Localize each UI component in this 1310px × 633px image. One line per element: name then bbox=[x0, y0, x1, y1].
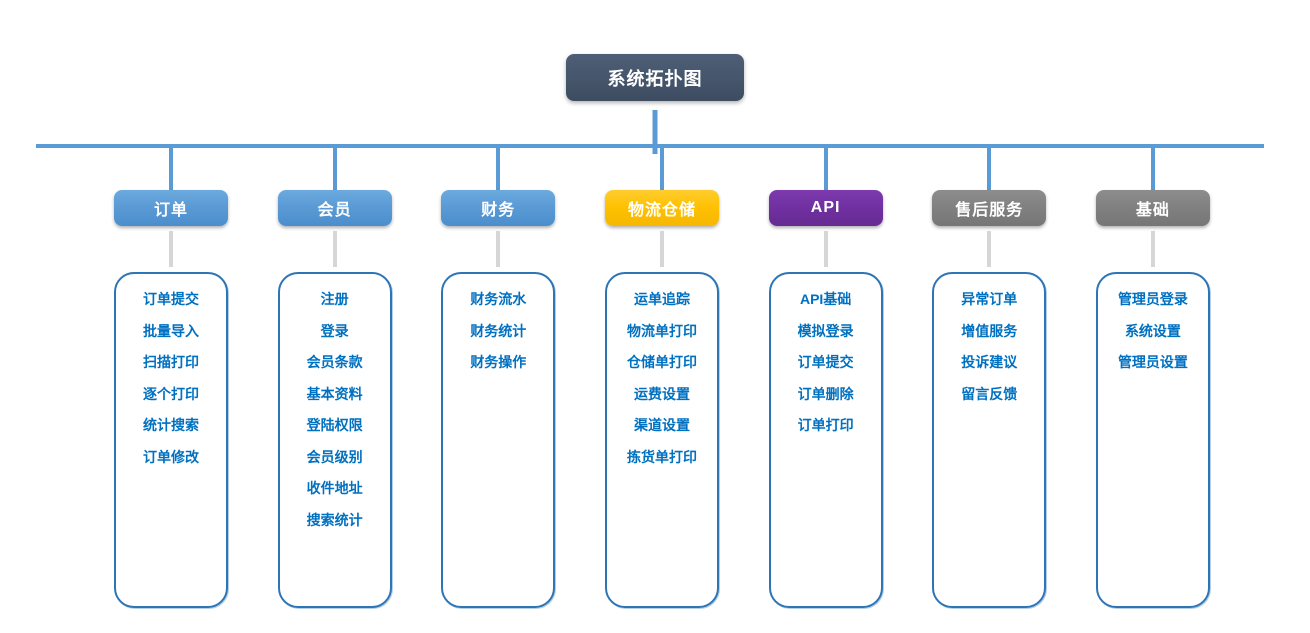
trunk-line bbox=[36, 144, 1264, 148]
panel-item: 收件地址 bbox=[306, 480, 363, 496]
branch-panel-connector bbox=[332, 231, 337, 267]
branch-header: 售后服务 bbox=[932, 190, 1047, 226]
branch-panel-connector bbox=[659, 231, 664, 267]
branch-header: 订单 bbox=[114, 190, 228, 226]
branch-panel: 订单提交批量导入扫描打印逐个打印统计搜索订单修改 bbox=[114, 272, 228, 608]
panel-item: 运单追踪 bbox=[633, 291, 690, 307]
root-node: 系统拓扑图 bbox=[566, 54, 744, 101]
panel-item: 会员级别 bbox=[306, 448, 363, 465]
panel-item: 管理员登录 bbox=[1117, 291, 1188, 307]
panel-item: 登录 bbox=[320, 322, 349, 339]
branch-column: 会员 注册登录会员条款基本资料登陆权限会员级别收件地址搜索统计 bbox=[277, 148, 392, 608]
branch-header: 物流仓储 bbox=[604, 190, 719, 226]
branch-panel: 运单追踪物流单打印仓储单打印运费设置渠道设置拣货单打印 bbox=[604, 272, 719, 608]
panel-item: 订单提交 bbox=[797, 354, 854, 370]
panel-item: 系统设置 bbox=[1124, 322, 1181, 339]
branch-panel-connector bbox=[823, 231, 828, 267]
panel-item: 搜索统计 bbox=[306, 511, 363, 528]
panel-item: 逐个打印 bbox=[143, 385, 199, 402]
panel-item: 订单打印 bbox=[797, 417, 854, 433]
branch-drop-line bbox=[496, 148, 501, 190]
root-connector-line bbox=[652, 110, 658, 154]
panel-item: 异常订单 bbox=[961, 291, 1018, 307]
branch-panel-connector bbox=[496, 231, 501, 267]
branch-drop-line bbox=[659, 148, 664, 190]
branch-drop-line bbox=[169, 148, 173, 190]
branch-panel-connector bbox=[1150, 231, 1155, 267]
panel-item: 财务操作 bbox=[470, 354, 527, 370]
panel-item: 仓储单打印 bbox=[626, 354, 697, 370]
panel-item: 模拟登录 bbox=[797, 322, 854, 339]
panel-item: 扫描打印 bbox=[143, 354, 199, 370]
panel-item: 运费设置 bbox=[633, 385, 690, 402]
branch-header: 会员 bbox=[277, 190, 392, 226]
panel-item: 批量导入 bbox=[143, 322, 199, 339]
branch-columns: 订单 订单提交批量导入扫描打印逐个打印统计搜索订单修改 会员 注册登录会员条款基… bbox=[114, 148, 1210, 608]
panel-item: 注册 bbox=[320, 291, 349, 307]
panel-item: 增值服务 bbox=[961, 322, 1018, 339]
panel-item: 财务流水 bbox=[470, 291, 527, 307]
diagram-title: 系统拓扑图 bbox=[607, 68, 703, 89]
branch-column: 物流仓储 运单追踪物流单打印仓储单打印运费设置渠道设置拣货单打印 bbox=[604, 148, 719, 608]
branch-column: 售后服务 异常订单增值服务投诉建议留言反馈 bbox=[932, 148, 1047, 608]
panel-item: 拣货单打印 bbox=[626, 448, 697, 465]
panel-item: 管理员设置 bbox=[1117, 354, 1188, 370]
branch-header: 基础 bbox=[1095, 190, 1210, 226]
panel-item: 订单提交 bbox=[143, 291, 199, 307]
branch-drop-line bbox=[823, 148, 828, 190]
panel-item: 订单修改 bbox=[143, 448, 199, 465]
panel-item: 财务统计 bbox=[470, 322, 527, 339]
panel-item: 留言反馈 bbox=[961, 385, 1018, 402]
panel-item: 基本资料 bbox=[306, 385, 363, 402]
branch-panel-connector bbox=[169, 231, 173, 267]
branch-panel: 管理员登录系统设置管理员设置 bbox=[1095, 272, 1210, 608]
branch-panel: 注册登录会员条款基本资料登陆权限会员级别收件地址搜索统计 bbox=[277, 272, 392, 608]
panel-item: 登陆权限 bbox=[306, 417, 363, 433]
branch-drop-line bbox=[332, 148, 337, 190]
branch-panel: 财务流水财务统计财务操作 bbox=[441, 272, 556, 608]
panel-item: 物流单打印 bbox=[626, 322, 697, 339]
branch-header: API bbox=[768, 190, 883, 226]
branch-panel: 异常订单增值服务投诉建议留言反馈 bbox=[932, 272, 1047, 608]
branch-column: 基础 管理员登录系统设置管理员设置 bbox=[1095, 148, 1210, 608]
branch-panel-connector bbox=[987, 231, 992, 267]
branch-column: 财务 财务流水财务统计财务操作 bbox=[441, 148, 556, 608]
panel-item: 投诉建议 bbox=[961, 354, 1018, 370]
branch-header: 财务 bbox=[441, 190, 556, 226]
branch-drop-line bbox=[987, 148, 992, 190]
panel-item: 统计搜索 bbox=[143, 417, 199, 433]
branch-column: API API基础模拟登录订单提交订单删除订单打印 bbox=[768, 148, 883, 608]
branch-panel: API基础模拟登录订单提交订单删除订单打印 bbox=[768, 272, 883, 608]
panel-item: 订单删除 bbox=[797, 385, 854, 402]
panel-item: API基础 bbox=[799, 291, 852, 307]
branch-column: 订单 订单提交批量导入扫描打印逐个打印统计搜索订单修改 bbox=[114, 148, 228, 608]
branch-drop-line bbox=[1150, 148, 1155, 190]
panel-item: 会员条款 bbox=[306, 354, 363, 370]
panel-item: 渠道设置 bbox=[633, 417, 690, 433]
